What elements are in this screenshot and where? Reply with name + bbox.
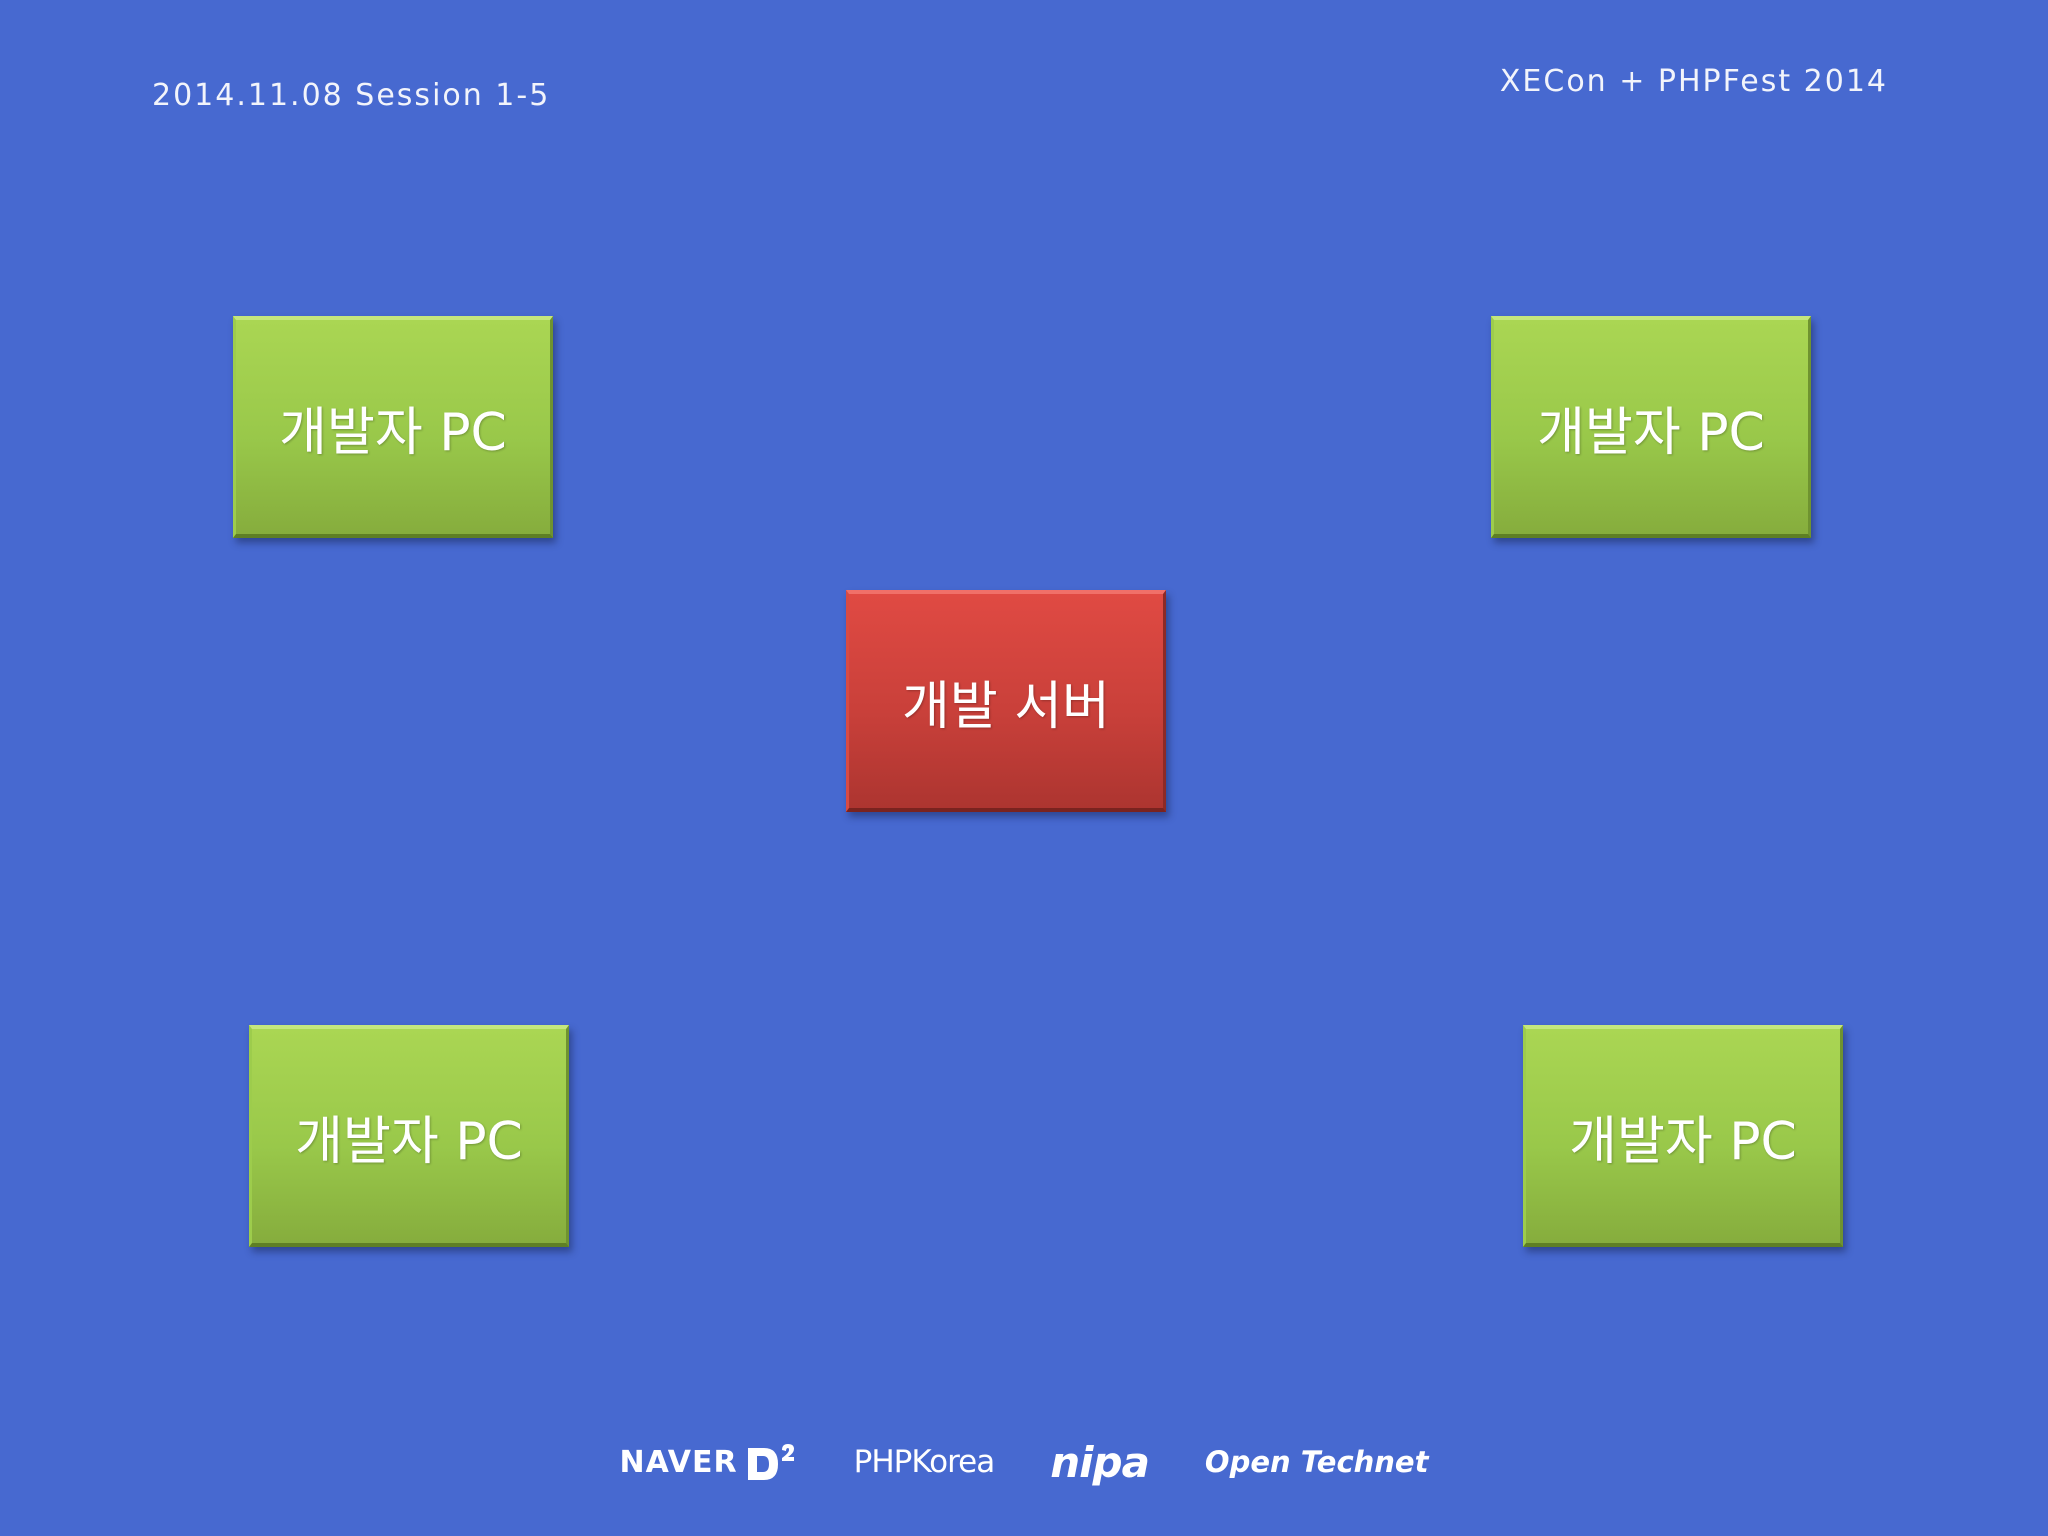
open-technet-wordmark: Open Technet [1204,1445,1429,1479]
development-server-label: 개발 서버 [902,676,1110,737]
developer-pc-box-bottom-right: 개발자 PC [1523,1025,1843,1247]
developer-pc-label: 개발자 PC [295,1111,523,1172]
developer-pc-label: 개발자 PC [1569,1111,1797,1172]
event-title: XECon + PHPFest 2014 [1499,64,1888,99]
development-server-box: 개발 서버 [846,590,1166,812]
developer-pc-box-bottom-left: 개발자 PC [249,1025,569,1247]
developer-pc-box-top-left: 개발자 PC [233,316,553,538]
developer-pc-label: 개발자 PC [279,402,507,463]
nipa-wordmark: nipa [1050,1437,1150,1487]
phpkorea-wordmark: PHPKorea [853,1444,996,1480]
developer-pc-box-top-right: 개발자 PC [1491,316,1811,538]
sponsor-logos: NAVER PHPKorea nipa Open Technet [0,1436,2048,1488]
open-technet-logo: Open Technet [1205,1445,1429,1479]
naver-wordmark: NAVER [619,1444,738,1480]
d2-mark-icon [747,1444,794,1480]
naver-d2-logo: NAVER [620,1442,798,1482]
developer-pc-label: 개발자 PC [1537,402,1765,463]
nipa-logo: nipa [1050,1437,1150,1487]
phpkorea-logo: PHPKorea [853,1444,996,1480]
session-label: 2014.11.08 Session 1-5 [152,78,551,113]
